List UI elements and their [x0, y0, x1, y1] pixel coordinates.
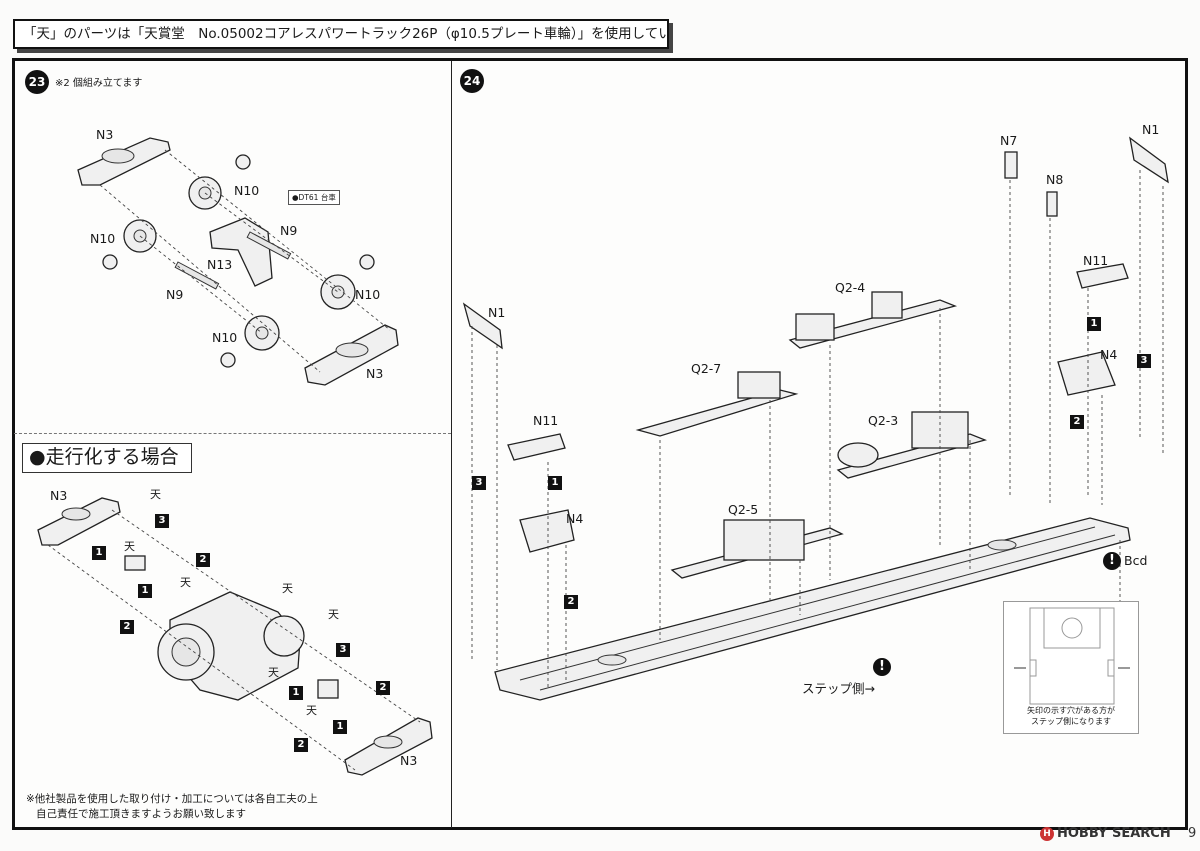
n8-part: [1046, 191, 1058, 217]
running-section-title: ●走行化する場合: [22, 443, 192, 473]
warning-icon: !: [873, 658, 891, 676]
step-number: 3: [472, 476, 486, 490]
part-label: Q2-3: [868, 413, 899, 428]
step-number: 2: [564, 595, 578, 609]
step-number: 3: [1137, 354, 1151, 368]
part-label: Q2-5: [728, 502, 759, 517]
axle-lower: [174, 261, 220, 290]
part-label: N1: [488, 305, 506, 320]
part-label: N1: [1142, 122, 1160, 137]
part-label: N13: [207, 257, 233, 272]
part-label: N11: [533, 413, 559, 428]
ten-label: 天: [150, 488, 161, 501]
ten-label: 天: [282, 582, 293, 595]
part-label: N9: [280, 223, 298, 238]
step-number: 2: [1070, 415, 1084, 429]
step-number: 2: [120, 620, 134, 634]
step-number: 1: [548, 476, 562, 490]
page-number: 9: [1188, 826, 1197, 841]
n4-right: [1057, 351, 1116, 396]
part-label: N4: [566, 511, 584, 526]
q2-7-part: [635, 389, 799, 437]
step-number: 1: [138, 584, 152, 598]
part-label: N10: [234, 183, 260, 198]
part-label: N3: [50, 488, 68, 503]
step-number: 2: [294, 738, 308, 752]
ten-label: 天: [268, 666, 279, 679]
dt61-badge: ●DT61 台車: [288, 190, 340, 205]
detail-drawing: [1014, 607, 1130, 705]
header-note: 「天」のパーツは「天賞堂 No.05002コアレスパワートラック26P（φ10.…: [13, 19, 669, 49]
floor-plate: [494, 517, 1131, 701]
powered-bogie-diagram: [37, 497, 433, 776]
part-label: N4: [1100, 347, 1118, 362]
hobby-search-logo-icon: H: [1040, 826, 1054, 841]
part-label: N10: [355, 287, 381, 302]
part-label: N9: [166, 287, 184, 302]
floor-diagram: [462, 136, 1169, 701]
step-number: 1: [1087, 317, 1101, 331]
n11-left: [507, 433, 566, 461]
ten-label: 天: [306, 704, 317, 717]
part-label: N3: [96, 127, 114, 142]
cap-part: [317, 679, 339, 699]
horizontal-divider: [14, 433, 451, 434]
footnote-line-1: ※他社製品を使用した取り付け・加工については各自工夫の上: [26, 793, 318, 805]
n4-left: [519, 509, 575, 553]
part-label: N11: [1083, 253, 1109, 268]
step-23-badge: 23: [25, 70, 49, 94]
part-label: Q2-7: [691, 361, 722, 376]
ten-label: 天: [180, 576, 191, 589]
ten-label: 天: [124, 540, 135, 553]
detail-caption-line-2: ステップ側になります: [1031, 717, 1111, 726]
part-label: N10: [212, 330, 238, 345]
part-label: N10: [90, 231, 116, 246]
bogie-diagram: [77, 137, 399, 386]
step-number: 1: [92, 546, 106, 560]
n1-right: [1129, 136, 1169, 184]
part-label: N3: [400, 753, 418, 768]
ten-label: 天: [328, 608, 339, 621]
part-label: N3: [366, 366, 384, 381]
step-number: 3: [155, 514, 169, 528]
step-number: 1: [289, 686, 303, 700]
watermark-text: HOBBY SEARCH: [1057, 826, 1171, 841]
n11-right: [1076, 263, 1129, 289]
center-block: [209, 217, 273, 287]
part-label: N8: [1046, 172, 1064, 187]
footnote: ※他社製品を使用した取り付け・加工については各自工夫の上 自己責任で施工頂きます…: [26, 792, 318, 822]
step-number: 3: [336, 643, 350, 657]
step-side-label: ステップ側→: [802, 681, 875, 696]
step-number: 1: [333, 720, 347, 734]
footnote-line-2: 自己責任で施工頂きますようお願い致します: [36, 808, 246, 820]
n1-left: [462, 302, 503, 350]
step-24-badge: 24: [460, 69, 484, 93]
cap-part-2: [124, 555, 146, 571]
power-frame-top: [37, 497, 121, 546]
header-text: 「天」のパーツは「天賞堂 No.05002コアレスパワートラック26P（φ10.…: [23, 26, 669, 42]
axle-upper: [246, 231, 292, 260]
step-number: 2: [196, 553, 210, 567]
part-label: N7: [1000, 133, 1018, 148]
vertical-divider: [451, 61, 452, 828]
detail-caption-line-1: 矢印の示す穴がある方が: [1027, 706, 1115, 715]
warning-icon: !: [1103, 552, 1121, 570]
step-number: 2: [376, 681, 390, 695]
bcd-label: Bcd: [1124, 553, 1148, 568]
n7-part: [1004, 151, 1018, 179]
detail-caption: 矢印の示す穴がある方が ステップ側になります: [1003, 705, 1139, 727]
part-label: Q2-4: [835, 280, 866, 295]
step-23-note: ※2 個組み立てます: [55, 78, 143, 89]
detail-view: [1003, 601, 1139, 734]
